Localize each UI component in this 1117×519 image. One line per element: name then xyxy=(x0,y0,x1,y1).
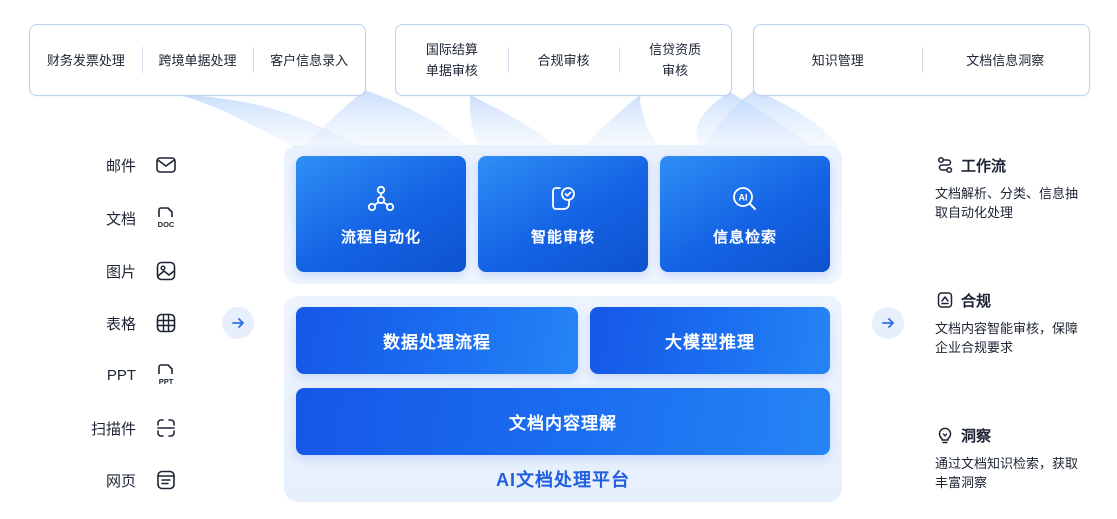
input-label: 扫描件 xyxy=(90,420,136,438)
scenario-line: 审核 xyxy=(662,63,689,78)
input-label: 网页 xyxy=(105,472,136,490)
output-title: 合规 xyxy=(961,292,992,310)
ai-search-icon: AI xyxy=(728,182,762,216)
capability-card-workflow[interactable]: 流程自动化 xyxy=(296,156,466,272)
scenario-group-finance: 财务发票处理 跨境单据处理 客户信息录入 xyxy=(29,24,366,96)
input-label: 邮件 xyxy=(105,157,136,175)
lightbulb-icon xyxy=(935,425,955,445)
scenario-line: 信贷资质 xyxy=(649,42,702,57)
output-desc: 文档内容智能审核，保障企业合规要求 xyxy=(935,321,1079,355)
output-compliance: 合规 文档内容智能审核，保障企业合规要求 xyxy=(935,289,1085,357)
compliance-icon xyxy=(935,290,955,310)
input-ppt: PPT PPT xyxy=(80,361,196,389)
arrow-right-icon xyxy=(872,307,904,339)
scenario-item: 国际结算单据审核 xyxy=(396,39,508,81)
scenario-item: 信贷资质审核 xyxy=(619,39,731,81)
input-web: 网页 xyxy=(80,466,196,494)
mail-icon xyxy=(152,151,180,179)
scenario-item: 客户信息录入 xyxy=(253,47,365,73)
input-image: 图片 xyxy=(80,257,196,285)
table-icon xyxy=(152,309,180,337)
layer-content-understanding[interactable]: 文档内容理解 xyxy=(296,388,830,455)
scenario-item: 文档信息洞察 xyxy=(921,47,1090,73)
scenario-item: 合规审核 xyxy=(507,47,620,73)
platform-title: AI文档处理平台 xyxy=(496,470,630,490)
scenario-line: 单据审核 xyxy=(425,63,478,78)
workflow-icon xyxy=(364,182,398,216)
scenario-line: 国际结算 xyxy=(425,42,478,57)
scenario-item: 财务发票处理 xyxy=(46,52,125,68)
doc-tag: DOC xyxy=(158,220,175,229)
arrow-right-icon xyxy=(222,307,254,339)
ppt-file-icon: PPT xyxy=(152,361,180,389)
doc-file-icon: DOC xyxy=(152,204,180,232)
svg-text:AI: AI xyxy=(739,192,748,202)
capability-card-search[interactable]: AI 信息检索 xyxy=(660,156,830,272)
scenario-group-review: 国际结算单据审核 合规审核 信贷资质审核 xyxy=(395,24,732,96)
workflow-icon xyxy=(935,155,955,175)
capability-label: 流程自动化 xyxy=(340,228,421,246)
ppt-tag: PPT xyxy=(159,377,174,386)
input-mail: 邮件 xyxy=(80,151,196,179)
image-icon xyxy=(152,257,180,285)
output-insight: 洞察 通过文档知识检索，获取丰富洞察 xyxy=(935,424,1085,492)
output-title: 工作流 xyxy=(961,157,1007,175)
capability-label: 智能审核 xyxy=(530,228,595,246)
input-table: 表格 xyxy=(80,309,196,337)
input-label: PPT xyxy=(106,366,136,384)
input-label: 表格 xyxy=(105,315,136,333)
input-scan: 扫描件 xyxy=(80,414,196,442)
input-doc: 文档 DOC xyxy=(80,204,196,232)
scenario-item: 知识管理 xyxy=(811,52,864,68)
input-label: 图片 xyxy=(105,263,136,281)
output-title: 洞察 xyxy=(961,427,992,445)
scan-icon xyxy=(152,414,180,442)
capability-card-review[interactable]: 智能审核 xyxy=(478,156,648,272)
webpage-icon xyxy=(152,466,180,494)
scenario-line: 合规审核 xyxy=(537,52,590,68)
scenario-group-knowledge: 知识管理 文档信息洞察 xyxy=(753,24,1090,96)
input-label: 文档 xyxy=(105,210,136,228)
output-desc: 文档解析、分类、信息抽取自动化处理 xyxy=(935,186,1079,220)
capability-label: 信息检索 xyxy=(712,228,777,246)
output-workflow: 工作流 文档解析、分类、信息抽取自动化处理 xyxy=(935,154,1085,222)
review-icon xyxy=(546,182,580,216)
output-desc: 通过文档知识检索，获取丰富洞察 xyxy=(935,456,1079,490)
layer-model-inference[interactable]: 大模型推理 xyxy=(590,307,830,374)
scenario-item: 跨境单据处理 xyxy=(141,47,254,73)
layer-data-processing[interactable]: 数据处理流程 xyxy=(296,307,578,374)
